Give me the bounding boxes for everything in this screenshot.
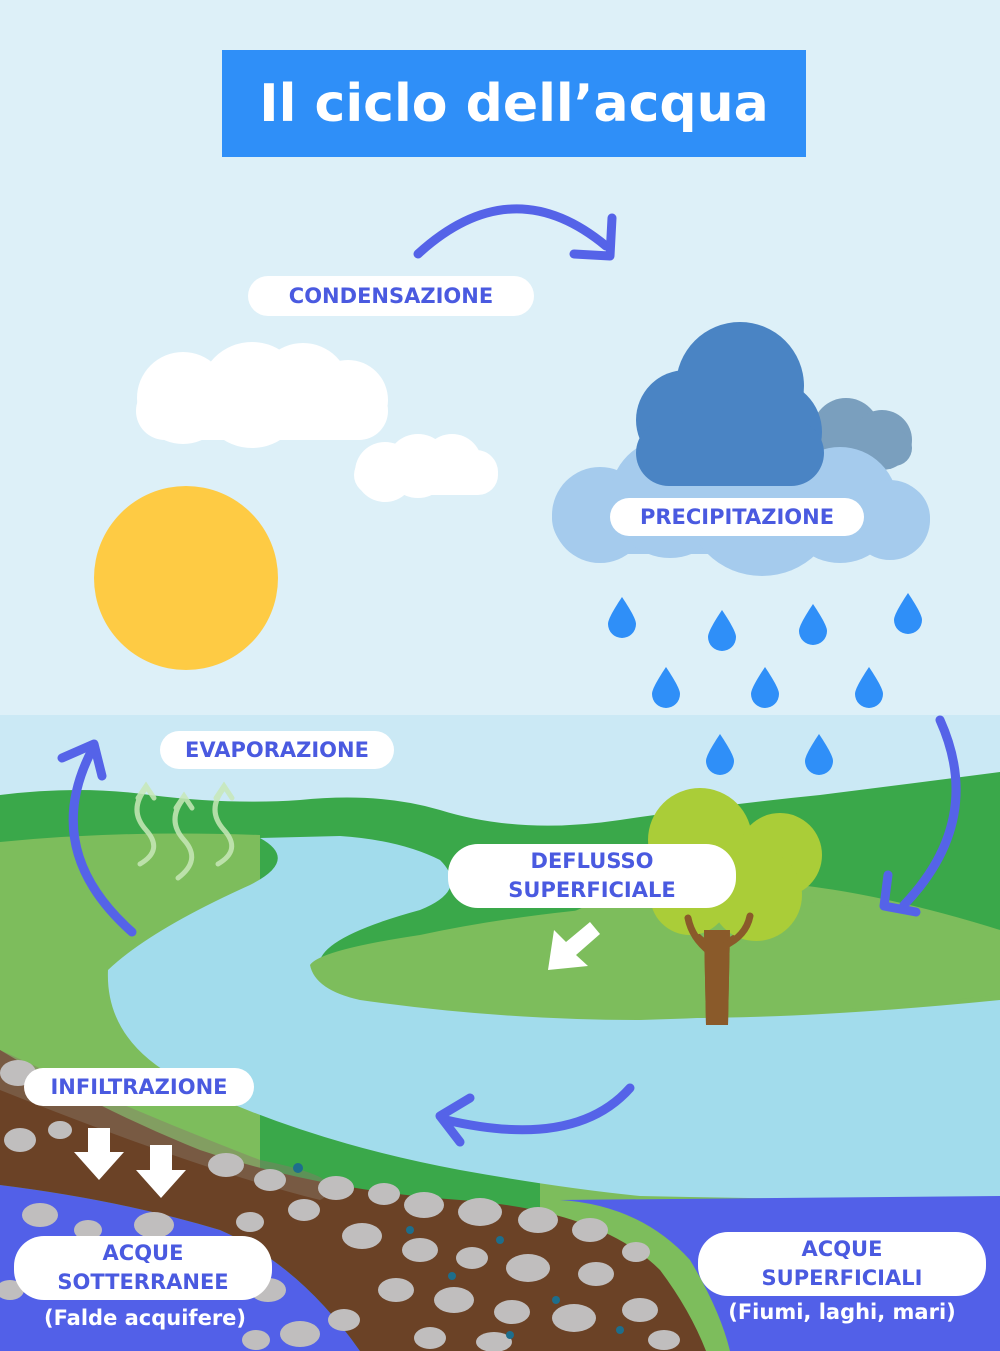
label-groundwater-line2: SOTTERRANEE — [57, 1270, 229, 1294]
label-surface-line1: ACQUE — [801, 1237, 883, 1261]
runoff-arrow — [548, 922, 600, 970]
label-infiltration-text: INFILTRAZIONE — [50, 1074, 228, 1099]
label-evaporation: EVAPORAZIONE — [160, 731, 394, 769]
infiltration-arrows — [74, 1128, 186, 1198]
label-runoff-line2: SUPERFICIALE — [508, 878, 676, 902]
title-banner: Il ciclo dell’acqua — [222, 50, 806, 157]
page-title: Il ciclo dell’acqua — [259, 73, 769, 134]
vapour-wisps — [134, 781, 235, 881]
label-condensation-text: CONDENSAZIONE — [288, 283, 494, 308]
river-flow-arrow — [435, 1083, 635, 1147]
soil-specks — [293, 1163, 624, 1339]
white-cloud-small — [354, 434, 498, 502]
label-surface-sub: (Fiumi, laghi, mari) — [728, 1300, 956, 1324]
label-groundwater-sub: (Falde acquifere) — [43, 1306, 247, 1330]
white-cloud-large — [136, 342, 388, 448]
label-infiltration: INFILTRAZIONE — [24, 1068, 254, 1106]
rain-drops — [608, 593, 922, 775]
label-precipitation: PRECIPITAZIONE — [610, 498, 864, 536]
condensation-arrow — [413, 204, 617, 261]
label-surface-water: ACQUE SUPERFICIALI — [698, 1232, 986, 1296]
soil-pebbles — [0, 1060, 680, 1351]
label-runoff-line1: DEFLUSSO — [530, 849, 654, 873]
label-condensation: CONDENSAZIONE — [248, 276, 534, 316]
label-runoff: DEFLUSSO SUPERFICIALE — [448, 844, 736, 908]
river-island — [310, 900, 1000, 1020]
evaporation-arrow — [57, 739, 137, 937]
label-surface-line2: SUPERFICIALI — [761, 1266, 923, 1290]
label-groundwater-line1: ACQUE — [102, 1241, 184, 1265]
label-precipitation-text: PRECIPITAZIONE — [639, 504, 835, 529]
sun — [94, 486, 278, 670]
label-evaporation-text: EVAPORAZIONE — [185, 737, 369, 762]
precipitation-arrow — [879, 715, 961, 917]
label-groundwater: ACQUE SOTTERRANEE — [14, 1236, 272, 1300]
